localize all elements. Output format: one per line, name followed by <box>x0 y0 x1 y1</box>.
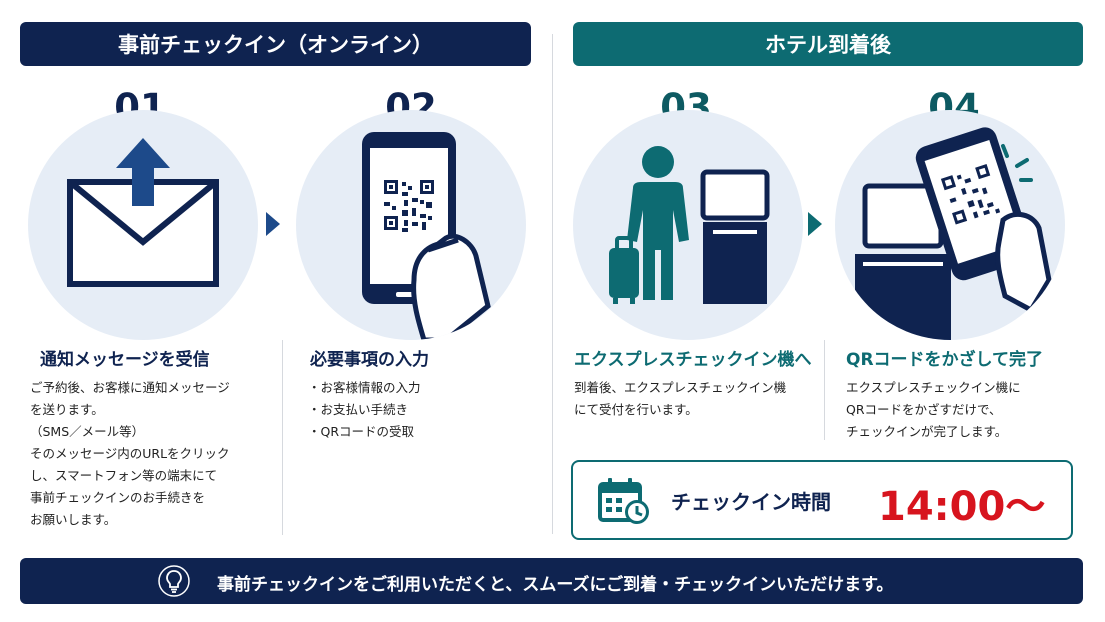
footer-message: 事前チェックインをご利用いただくと、スムーズにご到着・チェックインいただけます。 <box>217 575 894 595</box>
step1-illustration <box>28 110 258 340</box>
desc-line: （SMS／メール等） <box>30 424 145 439</box>
desc-line: ・お支払い手続き <box>308 402 409 417</box>
checkin-time-value: 14:00〜 <box>878 484 1046 530</box>
desc-line: 到着後、エクスプレスチェックイン機 <box>574 380 787 395</box>
desc-line: エクスプレスチェックイン機に <box>846 380 1021 395</box>
step3-illustration <box>573 110 803 340</box>
step2-illustration <box>296 110 526 340</box>
step1-description: ご予約後、お客様に通知メッセージ を送ります。 （SMS／メール等） そのメッセ… <box>30 377 230 531</box>
desc-line: お願いします。 <box>30 512 117 527</box>
step3-title: エクスプレスチェックイン機へ <box>574 350 812 370</box>
desc-line: を送ります。 <box>30 402 104 417</box>
header-online-checkin: 事前チェックイン（オンライン） <box>20 22 531 66</box>
step-arrow-1-2 <box>266 212 280 236</box>
step2-description: ・お客様情報の入力 ・お支払い手続き ・QRコードの受取 <box>308 377 421 443</box>
scan-qr-kiosk-icon <box>855 127 1052 340</box>
checkin-time-box: チェックイン時間 14:00〜 <box>571 460 1073 540</box>
desc-line: QRコードをかざすだけで、 <box>846 402 1002 417</box>
step2-title: 必要事項の入力 <box>310 350 429 370</box>
footer-banner: 事前チェックインをご利用いただくと、スムーズにご到着・チェックインいただけます。 <box>20 558 1083 604</box>
desc-line: し、スマートフォン等の端末にて <box>30 468 218 483</box>
step4-title: QRコードをかざして完了 <box>846 350 1044 370</box>
step4-description: エクスプレスチェックイン機に QRコードをかざすだけで、 チェックインが完了しま… <box>846 377 1021 443</box>
step-divider-1-2 <box>282 340 283 535</box>
step4-illustration <box>835 110 1065 340</box>
desc-line: チェックインが完了します。 <box>846 424 1008 439</box>
smartphone-qr-icon <box>362 132 491 340</box>
envelope-upload-icon <box>67 138 219 287</box>
step3-description: 到着後、エクスプレスチェックイン機 にて受付を行います。 <box>574 377 786 421</box>
desc-line: にて受付を行います。 <box>574 402 698 417</box>
calendar-clock-icon <box>598 478 649 524</box>
desc-line: ・QRコードの受取 <box>308 424 415 439</box>
traveler-kiosk-icon <box>609 146 770 304</box>
lightbulb-icon <box>158 565 190 597</box>
step-arrow-3-4 <box>808 212 822 236</box>
step-divider-3-4 <box>824 340 825 440</box>
desc-line: ご予約後、お客様に通知メッセージ <box>30 380 230 395</box>
desc-line: そのメッセージ内のURLをクリック <box>30 446 230 461</box>
desc-line: 事前チェックインのお手続きを <box>30 490 206 505</box>
checkin-time-label: チェックイン時間 <box>671 490 831 514</box>
step1-title: 通知メッセージを受信 <box>40 350 210 370</box>
desc-line: ・お客様情報の入力 <box>308 380 421 395</box>
header-after-arrival: ホテル到着後 <box>573 22 1083 66</box>
section-divider <box>552 34 553 534</box>
